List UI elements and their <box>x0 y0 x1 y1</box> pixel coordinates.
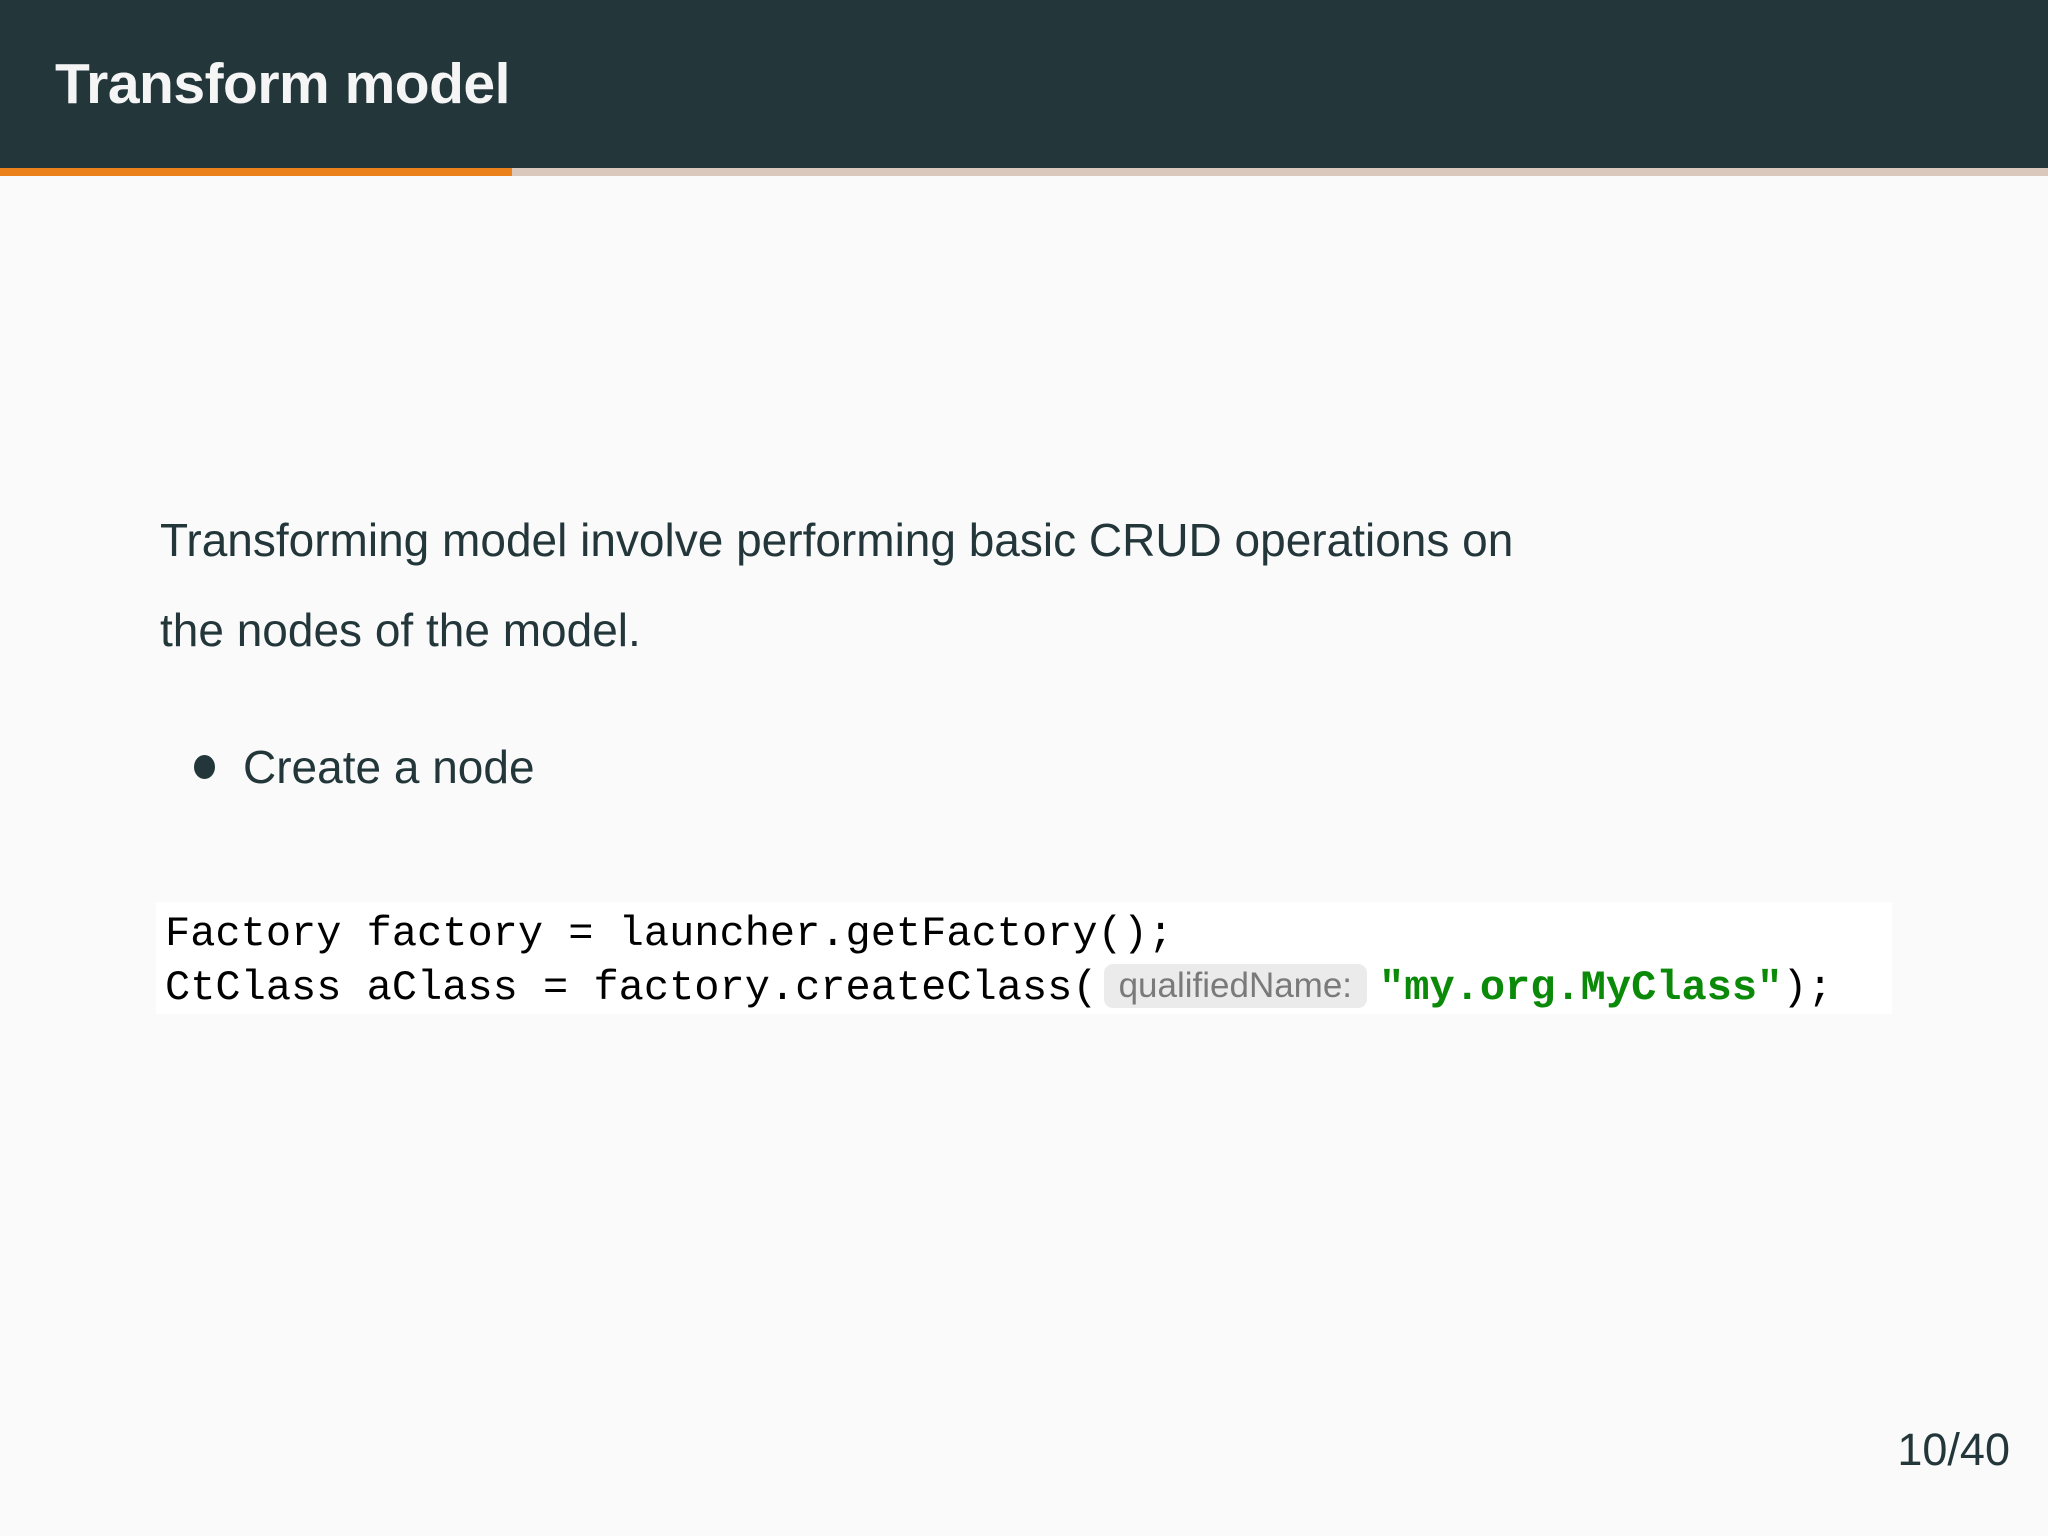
code-line-2-close: ); <box>1782 964 1833 1012</box>
progress-fill <box>0 168 512 176</box>
code-line-2: CtClass aClass = factory.createClass(qua… <box>165 961 1892 1015</box>
string-literal: "my.org.MyClass" <box>1379 964 1783 1012</box>
bullet-dot-icon <box>194 755 215 779</box>
code-line-2-text: CtClass aClass = factory.createClass( <box>165 964 1098 1012</box>
code-line-1: Factory factory = launcher.getFactory(); <box>165 907 1892 961</box>
code-line-1-text: Factory factory = launcher.getFactory(); <box>165 910 1174 958</box>
body-paragraph: Transforming model involve performing ba… <box>160 495 1513 675</box>
code-snippet: Factory factory = launcher.getFactory();… <box>156 902 1892 1014</box>
slide-header: Transform model <box>0 0 2048 168</box>
page-number: 10/40 <box>1897 1424 2010 1475</box>
bullet-item: Create a node <box>194 737 535 797</box>
bullet-label: Create a node <box>243 741 535 793</box>
paragraph-line: Transforming model involve performing ba… <box>160 514 1514 566</box>
slide-title: Transform model <box>55 52 510 116</box>
parameter-hint-pill: qualifiedName: <box>1103 964 1368 1008</box>
slide-progress-track <box>0 168 2048 176</box>
paragraph-line: the nodes of the model. <box>160 604 641 656</box>
